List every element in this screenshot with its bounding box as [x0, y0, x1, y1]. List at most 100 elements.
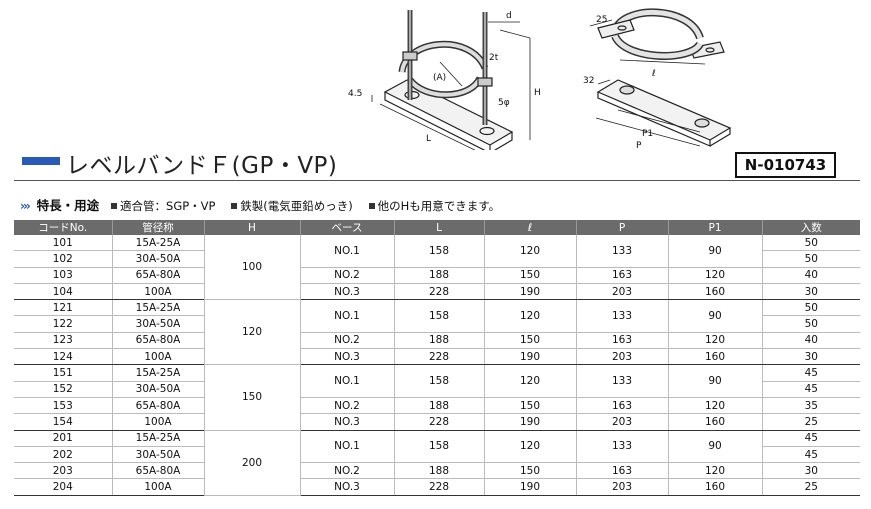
table-cell: 15A-25A [111, 364, 204, 382]
col-header: P1 [667, 220, 762, 235]
table-cell: 133 [575, 235, 668, 268]
table-cell: NO.3 [299, 478, 394, 496]
table-cell: 158 [393, 235, 484, 268]
table-cell: 120 [667, 267, 762, 284]
table-cell: 50 [761, 299, 860, 317]
table-cell: 133 [575, 299, 668, 333]
col-header: コードNo. [14, 220, 112, 235]
table-cell: 90 [667, 299, 762, 333]
table-cell: NO.2 [299, 267, 394, 284]
table-cell: NO.2 [299, 332, 394, 350]
table-cell: 15A-25A [111, 235, 204, 252]
table-cell: 188 [393, 462, 484, 480]
table-cell: 120 [203, 299, 300, 366]
table-cell: 120 [667, 332, 762, 350]
label-ell: ℓ [651, 69, 656, 79]
table-cell: 65A-80A [111, 397, 204, 415]
table-cell: 50 [761, 250, 860, 268]
table-cell: 15A-25A [111, 299, 204, 317]
table-cell: 163 [575, 332, 668, 350]
table-cell: 228 [393, 283, 484, 301]
table-cell: 203 [575, 478, 668, 496]
table-cell: 45 [761, 446, 860, 464]
table-cell: 30 [761, 283, 860, 301]
table-cell: 228 [393, 348, 484, 366]
table-cell: 154 [14, 413, 112, 431]
col-header: H [203, 220, 300, 235]
table-cell: 101 [14, 235, 112, 252]
table-cell: 100A [111, 283, 204, 301]
table-cell: 188 [393, 267, 484, 284]
features-title: 特長・用途 [36, 198, 100, 213]
table-cell: 30 [761, 462, 860, 480]
table-cell: 203 [575, 283, 668, 301]
table-cell: 160 [667, 478, 762, 496]
label-4-5: 4.5 [348, 89, 362, 99]
table-cell: 160 [667, 348, 762, 366]
table-cell: 150 [483, 267, 576, 284]
table-cell: 190 [483, 478, 576, 496]
table-cell: NO.3 [299, 348, 394, 366]
label-25: 25 [596, 15, 607, 25]
table-cell: 30A-50A [111, 315, 204, 333]
table-cell: 150 [483, 462, 576, 480]
table-header-row: コードNo. 管径称 H ベース L ℓ P P1 入数 [14, 220, 860, 235]
table-cell: 65A-80A [111, 267, 204, 284]
table-cell: 150 [483, 397, 576, 415]
table-cell: 90 [667, 235, 762, 268]
table-cell: 100A [111, 413, 204, 431]
table-cell: 30A-50A [111, 250, 204, 268]
label-5phi: 5φ [498, 98, 510, 108]
table-cell: 40 [761, 332, 860, 350]
table-cell: 203 [575, 413, 668, 431]
table-cell: 25 [761, 413, 860, 431]
table-cell: 152 [14, 381, 112, 398]
table-cell: 65A-80A [111, 332, 204, 350]
table-cell: 160 [667, 413, 762, 431]
table-cell: 90 [667, 364, 762, 398]
table-cell: NO.2 [299, 397, 394, 415]
table-cell: 103 [14, 267, 112, 284]
table-cell: 228 [393, 413, 484, 431]
table-cell: NO.1 [299, 364, 394, 398]
table-cell: 30 [761, 348, 860, 366]
table-cell: 150 [203, 364, 300, 431]
table-cell: 122 [14, 315, 112, 333]
table-cell: 203 [575, 348, 668, 366]
table-cell: 35 [761, 397, 860, 415]
table-cell: 100A [111, 478, 204, 496]
table-cell: 45 [761, 381, 860, 398]
table-cell: NO.3 [299, 413, 394, 431]
col-header: 入数 [761, 220, 860, 235]
label-l: L [426, 134, 431, 144]
square-bullet-icon [368, 203, 375, 209]
label-d: d [506, 11, 512, 21]
page-title: レベルバンドＦ(GP・VP) [66, 153, 338, 179]
table-cell: 30A-50A [111, 381, 204, 398]
table-cell: 163 [575, 397, 668, 415]
table-cell: NO.1 [299, 430, 394, 464]
table-cell: 190 [483, 283, 576, 301]
table-cell: 45 [761, 430, 860, 447]
table-cell: 120 [483, 235, 576, 268]
table-cell: 201 [14, 430, 112, 447]
table-cell: 15A-25A [111, 430, 204, 447]
table-cell: 100A [111, 348, 204, 366]
table-cell: 158 [393, 299, 484, 333]
table-cell: 158 [393, 430, 484, 464]
table-cell: 203 [14, 462, 112, 480]
table-cell: 30A-50A [111, 446, 204, 464]
table-cell: 133 [575, 364, 668, 398]
table-cell: NO.2 [299, 462, 394, 480]
title-accent-bar [22, 157, 60, 165]
